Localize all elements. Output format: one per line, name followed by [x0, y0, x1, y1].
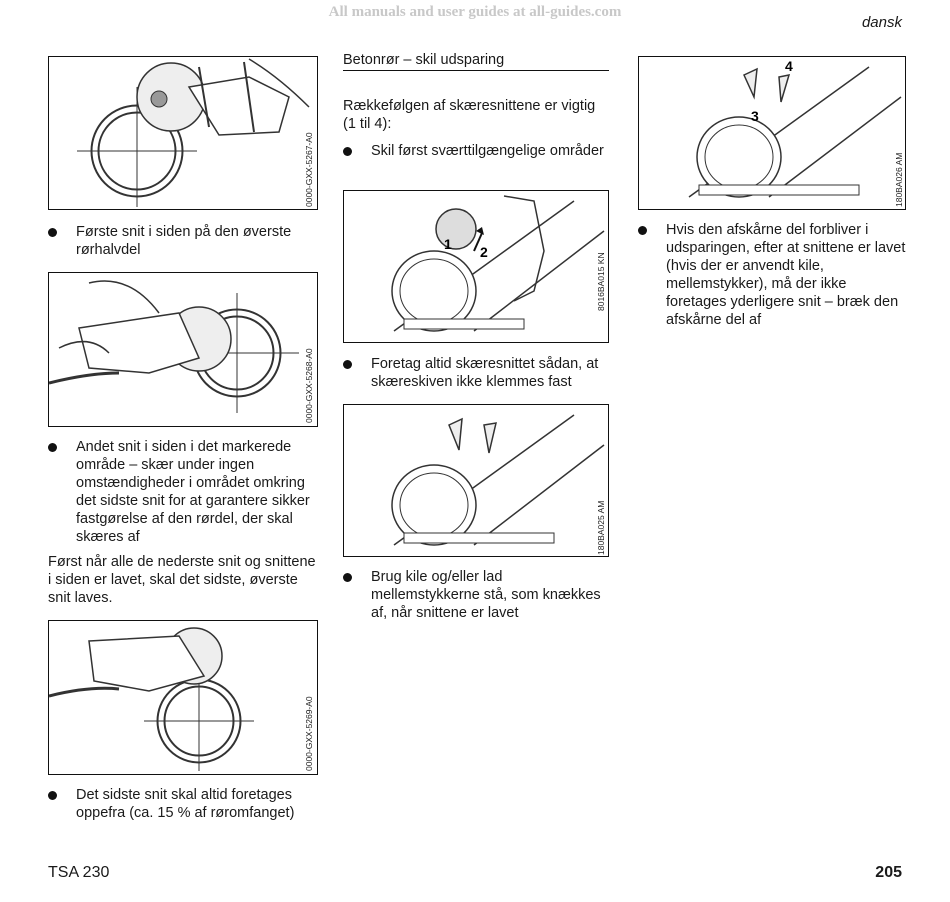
- bullet-icon: [48, 228, 57, 237]
- paragraph-last-cut-order: Først når alle de nederste snit og snitt…: [48, 554, 316, 606]
- figure-cut-sequence: 1 2 8016BA015 KN: [343, 190, 609, 343]
- illustration-first-cut: [77, 58, 310, 207]
- intro-paragraph: Rækkefølgen af skæresnittene er vigtig (…: [343, 98, 596, 132]
- figure-code: 180BA025 AM: [596, 500, 606, 555]
- illustration-wedges: [391, 414, 605, 546]
- page-number: 205: [875, 864, 902, 881]
- figure-code: 8016BA015 KN: [596, 252, 606, 311]
- bullet-icon: [343, 147, 352, 156]
- figure-code: 180BA026 AM: [894, 152, 904, 207]
- bullet-text: Skil først sværttilgængelige områder: [371, 143, 604, 159]
- figure-second-cut: 0000-GXX-5268-A0: [48, 272, 318, 427]
- bullet-icon: [48, 791, 57, 800]
- cut-number-3: 3: [751, 108, 759, 124]
- watermark: All manuals and user guides at all-guide…: [328, 4, 622, 20]
- bullet-icon: [343, 360, 352, 369]
- section-heading: Betonrør – skil udsparing: [343, 52, 609, 71]
- illustration-break-off: 4 3: [688, 58, 902, 198]
- cut-number-4: 4: [785, 58, 793, 74]
- figure-last-cut: 0000-GXX-5269-A0: [48, 620, 318, 775]
- bullet-text: Første snit i siden på den øverste rørha…: [76, 224, 292, 258]
- language-label: dansk: [861, 14, 902, 31]
- bullet-icon: [48, 443, 57, 452]
- figure-code: 0000-GXX-5269-A0: [304, 696, 314, 771]
- figure-code: 0000-GXX-5267-A0: [304, 132, 314, 207]
- illustration-second-cut: [49, 280, 299, 413]
- bullet-text: Hvis den afskårne del forbliver i udspar…: [666, 222, 906, 328]
- bullet-icon: [343, 573, 352, 582]
- illustration-cut-sequence: 1 2: [391, 195, 605, 332]
- figure-wedges: 180BA025 AM: [343, 404, 609, 557]
- bullet-text: Det sidste snit skal altid foretages opp…: [76, 787, 295, 821]
- figure-code: 0000-GXX-5268-A0: [304, 348, 314, 423]
- figure-break-off: 4 3 180BA026 AM: [638, 56, 906, 210]
- bullet-text: Foretag altid skæresnittet sådan, at skæ…: [371, 356, 599, 390]
- bullet-icon: [638, 226, 647, 235]
- bullet-text: Brug kile og/eller lad mellemstykkerne s…: [371, 569, 601, 621]
- bullet-text: Andet snit i siden i det markerede områd…: [76, 439, 310, 545]
- cut-number-2: 2: [480, 244, 488, 260]
- illustration-last-cut: [49, 627, 254, 771]
- figure-first-cut: 0000-GXX-5267-A0: [48, 56, 318, 210]
- cut-number-1: 1: [444, 236, 452, 252]
- footer-model: TSA 230: [48, 864, 110, 881]
